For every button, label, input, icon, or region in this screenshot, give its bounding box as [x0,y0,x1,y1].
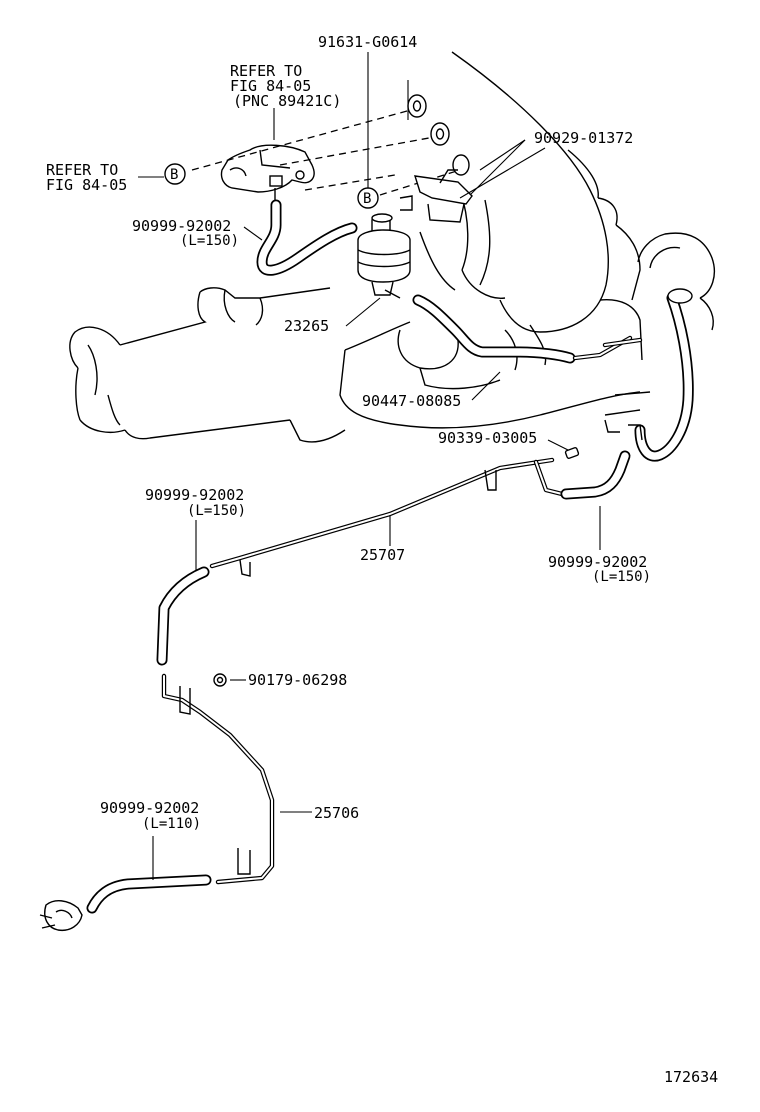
hose-mid-left [156,566,210,666]
hose-right-vertical [634,292,694,462]
vacuum-switching-valve [220,144,315,200]
label-hose-top-left-len: (L=150) [180,233,239,249]
label-23265: 23265 [284,317,329,335]
engine-pipe-right [572,335,643,361]
label-90339: 90339-03005 [438,429,537,447]
marker-b-left: B [164,163,186,185]
label-25707: 25707 [360,546,405,564]
label-91631: 91631-G0614 [318,33,417,51]
collar-parts [407,94,470,176]
refer-top-line3: (PNC 89421C) [233,92,341,110]
label-90447: 90447-08085 [362,392,461,410]
refer-left-line1: REFER TO [46,161,118,179]
label-25706: 25706 [314,804,359,822]
engine-right-fittings [604,288,693,441]
marker-b-center-text: B [363,191,371,207]
label-hose-mid-right-len: (L=150) [592,569,651,585]
hose-top-left [256,199,358,276]
refer-top-line2: FIG 84-05 [230,77,311,95]
marker-b-center: B [357,187,379,209]
leader-lines [138,52,601,880]
label-hose-bottom: 90999-92002 [100,799,199,817]
clamp-90179 [213,673,227,687]
label-hose-mid-right: 90999-92002 [548,553,647,571]
label-90179: 90179-06298 [248,671,347,689]
label-hose-top-left: 90999-92002 [132,217,231,235]
refer-top-line1: REFER TO [230,62,302,80]
marker-b-left-text: B [170,167,178,183]
refer-left-line2: FIG 84-05 [46,176,127,194]
pipe-25706 [161,673,275,885]
hose-bottom [86,874,212,914]
small-plug [564,447,580,459]
vacuum-valve-23265 [357,213,411,299]
intake-manifold [69,287,346,443]
figure-number: 172634 [664,1068,718,1086]
engine-body-outline [339,51,716,429]
labels: REFER TO FIG 84-05 (PNC 89421C) 91631-G0… [46,33,718,1086]
bracket-90929 [399,169,473,223]
pipe-25707 [209,457,555,577]
label-90929: 90929-01372 [534,129,633,147]
label-hose-mid-left-len: (L=150) [187,503,246,519]
hose-90447 [412,294,576,364]
throttle-body-fragment [39,900,83,932]
hose-mid-right [533,450,631,500]
label-hose-bottom-len: (L=110) [142,816,201,832]
label-hose-mid-left: 90999-92002 [145,486,244,504]
